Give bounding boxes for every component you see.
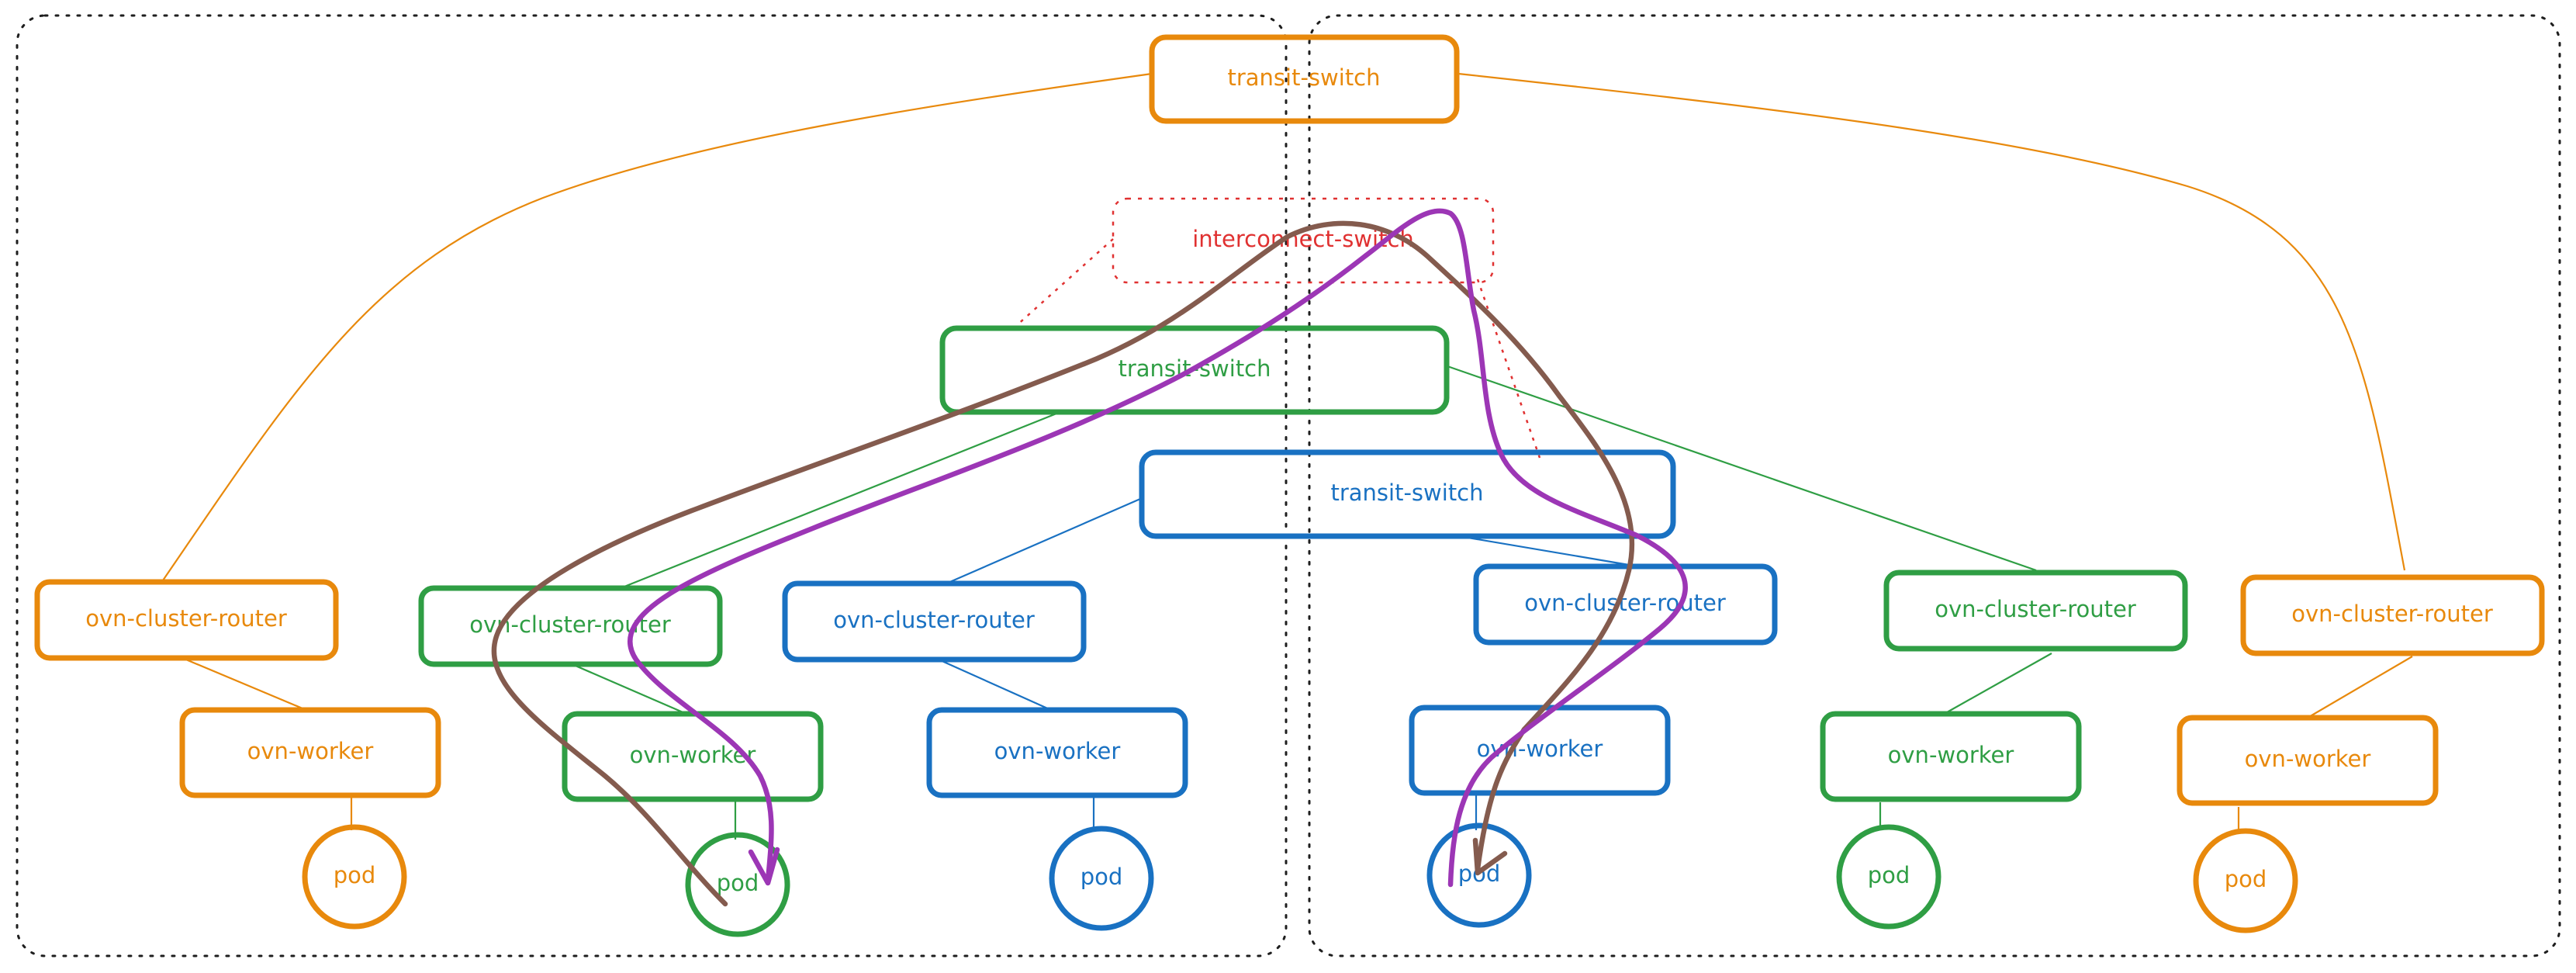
connector-orange-right-router-worker xyxy=(2307,656,2413,718)
ovn-cluster-router-right-orange-box xyxy=(2240,574,2545,656)
transit-switch-blue-label: transit-switch xyxy=(1330,480,1483,506)
interconnect-switch-box xyxy=(1112,197,1495,284)
traffic-arrowhead-purple xyxy=(748,847,780,886)
traffic-arrowhead-brown xyxy=(1472,837,1508,876)
ovn-worker-left-orange-box xyxy=(179,707,441,798)
connector-green-switch-left-router xyxy=(616,412,1057,591)
transit-switch-orange-label: transit-switch xyxy=(1227,64,1380,91)
ovn-worker-right-blue-label: ovn-worker xyxy=(1477,736,1603,762)
ovn-cluster-router-left-blue-label: ovn-cluster-router xyxy=(833,607,1035,633)
transit-switch-orange-box xyxy=(1149,34,1460,124)
pod-left-blue-label: pod xyxy=(1081,864,1123,890)
connector-orange-switch-right-router xyxy=(1457,72,2406,571)
ovn-cluster-router-left-orange-label: ovn-cluster-router xyxy=(85,605,287,632)
ovn-worker-left-blue-label: ovn-worker xyxy=(994,738,1121,764)
left-cluster-boundary xyxy=(16,14,1288,957)
pod-right-green-circle xyxy=(1836,824,1942,930)
traffic-path-brown xyxy=(491,220,1635,907)
pod-right-orange-circle xyxy=(2193,828,2298,933)
traffic-paths xyxy=(491,208,1688,907)
ovn-cluster-router-right-green-box xyxy=(1883,570,2188,652)
ovn-worker-right-orange-label: ovn-worker xyxy=(2245,746,2371,772)
connector-red-interconnect-right xyxy=(1476,279,1541,459)
transit-switch-green-box xyxy=(939,325,1450,415)
pod-right-green-label: pod xyxy=(1868,862,1910,888)
ovn-cluster-router-right-blue-box xyxy=(1473,563,1778,646)
connector-orange-left-router-worker xyxy=(182,656,303,710)
ovn-cluster-router-left-green-box xyxy=(418,585,723,667)
connector-green-switch-right-router xyxy=(1447,365,2037,572)
connectors xyxy=(162,72,2413,840)
ovn-worker-left-blue-box xyxy=(926,707,1188,798)
pod-left-blue-circle xyxy=(1049,826,1154,931)
traffic-path-purple xyxy=(628,208,1688,888)
connector-green-right-router-worker xyxy=(1946,653,2052,713)
ovn-cluster-router-left-blue-box xyxy=(782,580,1087,663)
connector-blue-switch-left-router xyxy=(946,497,1141,585)
pod-right-orange-label: pod xyxy=(2225,866,2267,892)
right-cluster-boundary xyxy=(1308,14,2561,957)
connector-blue-switch-right-router xyxy=(1454,534,1630,566)
ovn-worker-right-green-box xyxy=(1820,711,2082,802)
ovn-cluster-router-right-orange-label: ovn-cluster-router xyxy=(2291,601,2493,627)
ovn-cluster-router-right-blue-label: ovn-cluster-router xyxy=(1524,590,1726,616)
connector-blue-left-router-worker xyxy=(938,658,1052,712)
pod-right-blue-circle xyxy=(1426,822,1532,928)
connector-red-interconnect-left xyxy=(1015,238,1114,327)
ovn-worker-left-orange-label: ovn-worker xyxy=(247,738,374,764)
pod-left-orange-circle xyxy=(302,824,407,930)
pod-left-orange-label: pod xyxy=(334,862,376,888)
connector-green-left-router-worker xyxy=(569,662,687,715)
pod-left-green-circle xyxy=(685,832,790,937)
ovn-worker-right-blue-box xyxy=(1409,705,1671,796)
ovn-cluster-router-right-green-label: ovn-cluster-router xyxy=(1935,596,2136,622)
ovn-cluster-router-left-orange-box xyxy=(34,579,339,661)
ovn-worker-right-green-label: ovn-worker xyxy=(1888,742,2014,768)
pod-left-green-label: pod xyxy=(717,870,759,896)
ovn-worker-right-orange-box xyxy=(2177,715,2439,806)
transit-switch-blue-box xyxy=(1139,449,1676,539)
connector-orange-switch-left-router xyxy=(162,72,1153,581)
